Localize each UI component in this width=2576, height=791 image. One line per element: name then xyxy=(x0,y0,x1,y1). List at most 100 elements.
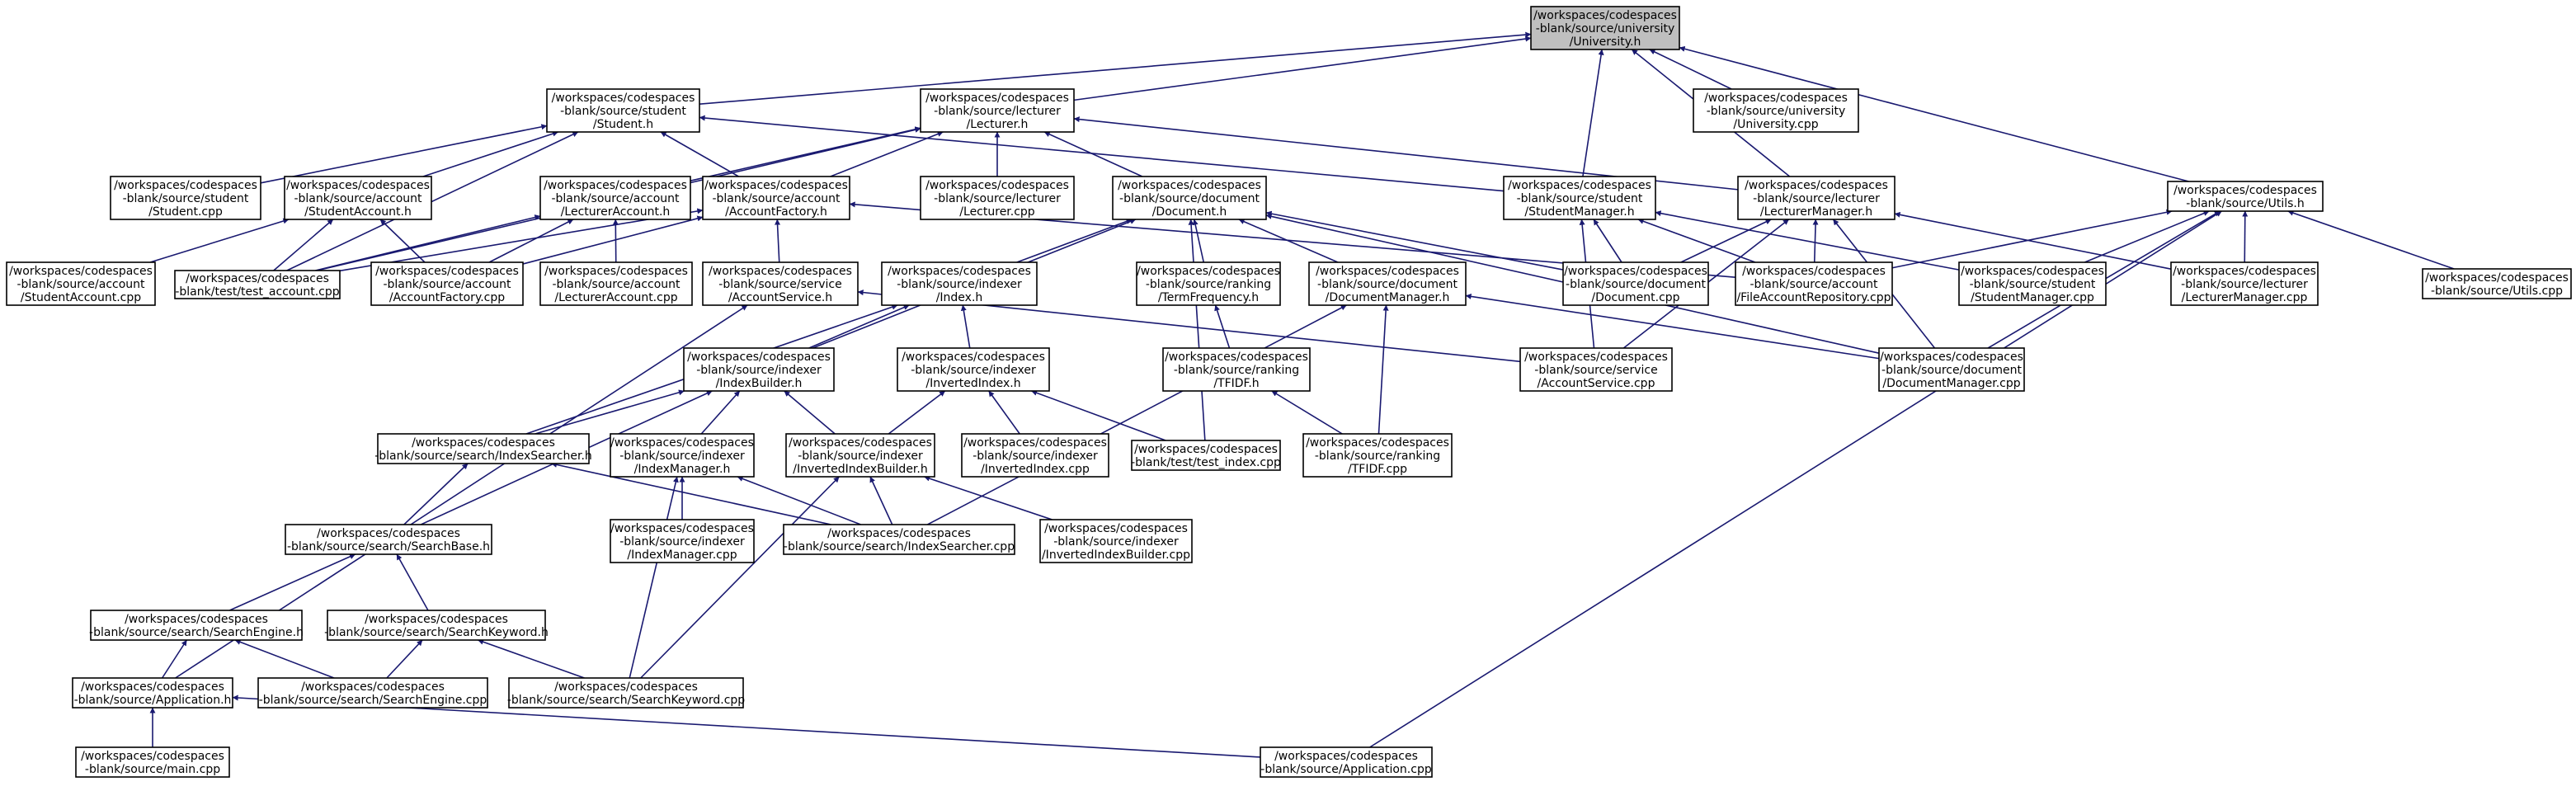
node-searchengine-cpp[interactable]: /workspaces/codespaces-blank/source/sear… xyxy=(257,677,488,709)
node-studentmanager-h[interactable]: /workspaces/codespaces-blank/source/stud… xyxy=(1503,176,1656,220)
edge-index-h-to-document-h xyxy=(1016,219,1133,263)
node-invertedindexbuilder-h[interactable]: /workspaces/codespaces-blank/source/inde… xyxy=(785,433,935,478)
node-label-line: -blank/source/search/SearchKeyword.h xyxy=(324,626,549,639)
node-document-h[interactable]: /workspaces/codespaces-blank/source/docu… xyxy=(1112,176,1267,220)
edge-university-cpp-to-university-h xyxy=(1649,49,1732,90)
node-label-line: -blank/source/Application.cpp xyxy=(1260,763,1432,776)
node-label-line: /workspaces/codespaces xyxy=(925,179,1069,192)
edge-indexsearcher-cpp-to-documentmanager-h xyxy=(927,304,1347,525)
node-indexsearcher-cpp[interactable]: /workspaces/codespaces-blank/source/sear… xyxy=(783,524,1015,555)
node-searchengine-h[interactable]: /workspaces/codespaces-blank/source/sear… xyxy=(89,610,304,641)
node-lecturermanager-cpp[interactable]: /workspaces/codespaces-blank/source/lect… xyxy=(2170,261,2319,306)
node-label-line: /workspaces/codespaces xyxy=(789,436,932,450)
node-searchkeyword-cpp[interactable]: /workspaces/codespaces-blank/source/sear… xyxy=(507,677,745,709)
node-label-line: /workspaces/codespaces xyxy=(317,527,460,540)
node-label-line: /workspaces/codespaces xyxy=(1134,443,1278,456)
node-label-line: /workspaces/codespaces xyxy=(81,750,224,763)
node-box xyxy=(1503,176,1656,220)
node-university-cpp[interactable]: /workspaces/codespaces-blank/source/univ… xyxy=(1693,88,1859,133)
node-tfidf-cpp[interactable]: /workspaces/codespaces-blank/source/rank… xyxy=(1302,433,1453,478)
edge-searchkeyword-h-to-searchbase-h xyxy=(396,553,429,611)
edge-studentmanager-h-to-university-h xyxy=(1582,49,1604,177)
node-label-line: /workspaces/codespaces xyxy=(1118,179,1261,192)
node-university-h[interactable]: /workspaces/codespaces-blank/source/univ… xyxy=(1530,6,1680,50)
node-invertedindex-h[interactable]: /workspaces/codespaces-blank/source/inde… xyxy=(897,347,1050,392)
node-label-line: /workspaces/codespaces xyxy=(2173,265,2316,278)
node-termfrequency-h[interactable]: /workspaces/codespaces-blank/source/rank… xyxy=(1136,261,1281,306)
node-label-line: /DocumentManager.h xyxy=(1326,291,1450,304)
node-box xyxy=(1958,261,2107,306)
node-invertedindex-cpp[interactable]: /workspaces/codespaces-blank/source/inde… xyxy=(961,433,1109,478)
node-fileaccountrepository-cpp[interactable]: /workspaces/codespaces-blank/source/acco… xyxy=(1735,261,1893,306)
node-documentmanager-cpp[interactable]: /workspaces/codespaces-blank/source/docu… xyxy=(1878,347,2025,392)
node-label-line: -blank/source/main.cpp xyxy=(85,763,220,776)
node-accountservice-cpp[interactable]: /workspaces/codespaces-blank/source/serv… xyxy=(1519,347,1673,392)
node-lectureraccount-h[interactable]: /workspaces/codespaces-blank/source/acco… xyxy=(539,176,691,220)
node-label-line: /workspaces/codespaces xyxy=(704,179,848,192)
node-label-line: /workspaces/codespaces xyxy=(2173,184,2317,197)
node-label-line: -blank/source/document xyxy=(1881,364,2022,377)
node-test-account-cpp[interactable]: /workspaces/codespaces-blank/test/test_a… xyxy=(174,270,341,299)
node-lectureraccount-cpp[interactable]: /workspaces/codespaces-blank/source/acco… xyxy=(539,261,693,306)
node-student-cpp[interactable]: /workspaces/codespaces-blank/source/stud… xyxy=(110,176,261,220)
node-label-line: /Document.h xyxy=(1152,205,1227,219)
node-accountfactory-h[interactable]: /workspaces/codespaces-blank/source/acco… xyxy=(702,176,850,220)
node-indexsearcher-h[interactable]: /workspaces/codespaces-blank/source/sear… xyxy=(374,433,592,464)
node-studentaccount-cpp[interactable]: /workspaces/codespaces-blank/source/acco… xyxy=(6,261,156,306)
node-accountfactory-cpp[interactable]: /workspaces/codespaces-blank/source/acco… xyxy=(370,261,524,306)
node-box xyxy=(1302,433,1453,478)
edge-tfidf-h-to-termfrequency-h xyxy=(1214,304,1231,349)
edge-test-account-cpp-to-student-h xyxy=(286,131,579,271)
node-label-line: /workspaces/codespaces xyxy=(1524,351,1668,364)
node-index-h[interactable]: /workspaces/codespaces-blank/source/inde… xyxy=(881,261,1038,306)
node-tfidf-h[interactable]: /workspaces/codespaces-blank/source/rank… xyxy=(1162,347,1311,392)
node-label-line: -blank/source/indexer xyxy=(1053,535,1179,549)
node-label-line: -blank/source/indexer xyxy=(798,450,923,463)
edge-accountfactory-cpp-to-accountfactory-h xyxy=(522,215,704,265)
node-lecturer-h[interactable]: /workspaces/codespaces-blank/source/lect… xyxy=(920,88,1075,133)
node-searchbase-h[interactable]: /workspaces/codespaces-blank/source/sear… xyxy=(285,524,492,555)
node-label-line: -blank/source/indexer xyxy=(897,278,1022,291)
node-lecturermanager-h[interactable]: /workspaces/codespaces-blank/source/lect… xyxy=(1737,176,1896,220)
node-label-line: -blank/source/indexer xyxy=(619,450,745,463)
node-box xyxy=(702,176,850,220)
node-documentmanager-h[interactable]: /workspaces/codespaces-blank/source/docu… xyxy=(1308,261,1467,306)
node-box xyxy=(1260,746,1433,778)
node-indexmanager-h[interactable]: /workspaces/codespaces-blank/source/inde… xyxy=(610,433,755,478)
node-label-line: /DocumentManager.cpp xyxy=(1882,377,2020,390)
node-application-cpp[interactable]: /workspaces/codespaces-blank/source/Appl… xyxy=(1260,746,1433,778)
node-main-cpp[interactable]: /workspaces/codespaces-blank/source/main… xyxy=(75,746,230,778)
node-label-line: /workspaces/codespaces xyxy=(552,92,695,105)
node-studentaccount-h[interactable]: /workspaces/codespaces-blank/source/acco… xyxy=(284,176,432,220)
node-label-line: /University.h xyxy=(1570,35,1641,49)
edge-lecturer-h-to-university-h xyxy=(1073,35,1532,101)
node-label-line: /workspaces/codespaces xyxy=(1274,750,1418,763)
node-label-line: /IndexBuilder.h xyxy=(716,377,803,390)
node-label-line: /workspaces/codespaces xyxy=(2425,271,2569,285)
node-box xyxy=(2167,181,2324,212)
node-label-line: /workspaces/codespaces xyxy=(1564,265,1707,278)
node-label-line: /InvertedIndex.h xyxy=(925,377,1020,390)
node-box xyxy=(90,610,303,641)
node-indexmanager-cpp[interactable]: /workspaces/codespaces-blank/source/inde… xyxy=(610,519,755,563)
node-application-h[interactable]: /workspaces/codespaces-blank/source/Appl… xyxy=(72,677,233,709)
node-box xyxy=(961,433,1109,478)
node-test-index-cpp[interactable]: /workspaces/codespaces-blank/test/test_i… xyxy=(1131,440,1281,471)
node-document-cpp[interactable]: /workspaces/codespaces-blank/source/docu… xyxy=(1562,261,1709,306)
node-utils-cpp[interactable]: /workspaces/codespaces-blank/source/Util… xyxy=(2422,268,2572,299)
node-lecturer-cpp[interactable]: /workspaces/codespaces-blank/source/lect… xyxy=(920,176,1075,220)
node-studentmanager-cpp[interactable]: /workspaces/codespaces-blank/source/stud… xyxy=(1958,261,2107,306)
node-label-line: /LecturerAccount.h xyxy=(561,205,671,219)
node-label-line: -blank/source/lecturer xyxy=(2181,278,2308,291)
node-box xyxy=(783,524,1015,555)
node-utils-h[interactable]: /workspaces/codespaces-blank/source/Util… xyxy=(2167,181,2324,212)
node-accountservice-h[interactable]: /workspaces/codespaces-blank/source/serv… xyxy=(702,261,859,306)
node-student-h[interactable]: /workspaces/codespaces-blank/source/stud… xyxy=(546,88,700,133)
edge-test-index-cpp-to-document-h xyxy=(1188,219,1206,441)
edge-invertedindexbuilder-h-to-invertedindex-h xyxy=(888,390,946,435)
node-label-line: -blank/source/account xyxy=(552,278,680,291)
node-indexbuilder-h[interactable]: /workspaces/codespaces-blank/source/inde… xyxy=(683,347,835,392)
node-searchkeyword-h[interactable]: /workspaces/codespaces-blank/source/sear… xyxy=(324,610,549,641)
edge-lectureraccount-h-to-lecturer-h xyxy=(690,126,921,181)
node-invertedindexbuilder-cpp[interactable]: /workspaces/codespaces-blank/source/inde… xyxy=(1039,519,1193,563)
